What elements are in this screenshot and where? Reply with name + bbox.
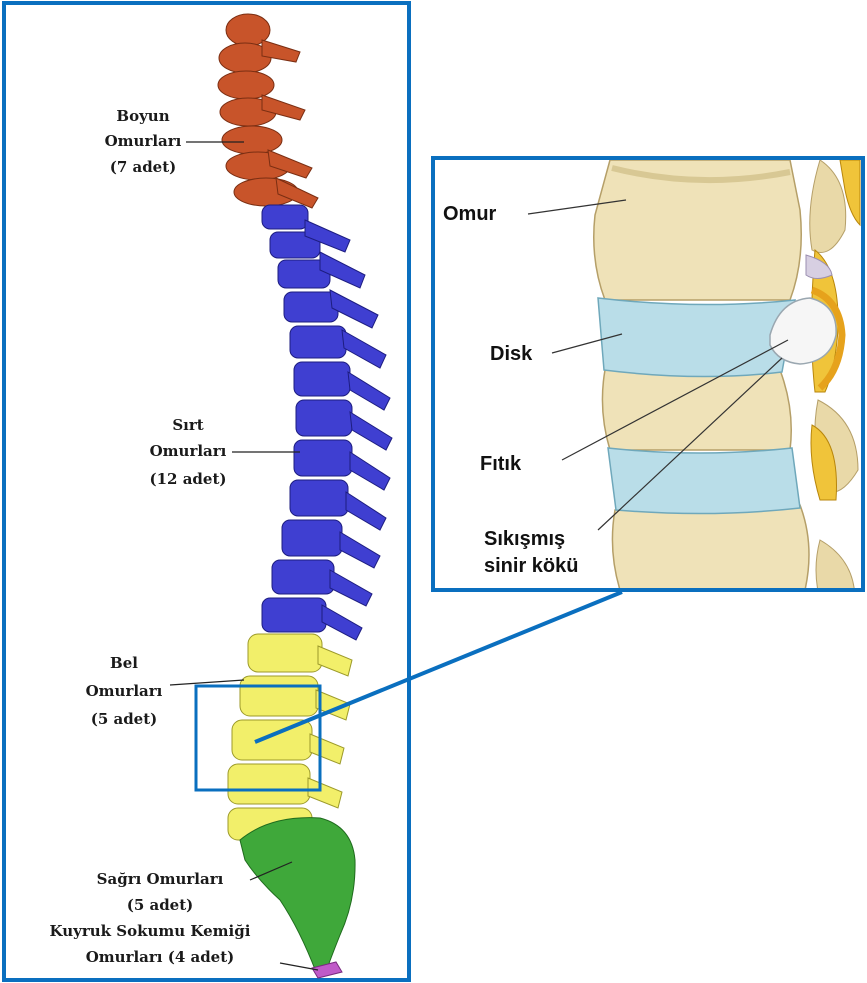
label-coccyx-line2: Omurları (4 adet): [86, 948, 235, 966]
label-thoracic-line1: Sırt: [172, 416, 203, 434]
label-lumbar-line2: Omurları: [86, 682, 163, 700]
label-herniation: Fıtık: [480, 453, 522, 475]
label-lumbar-line3: (5 adet): [91, 710, 158, 728]
label-sacrum-line1: Sağrı Omurları: [97, 870, 224, 888]
label-vertebra: Omur: [443, 203, 497, 225]
label-cervical-line1: Boyun: [116, 107, 169, 125]
label-cervical-line3: (7 adet): [110, 158, 177, 176]
label-cervical-line2: Omurları: [105, 132, 182, 150]
label-coccyx-line1: Kuyruk Sokumu Kemiği: [50, 922, 251, 940]
label-thoracic-line2: Omurları: [150, 442, 227, 460]
disc-detail-panel: Omur Disk Fıtık Sıkışmış sinir kökü: [433, 158, 863, 600]
label-lumbar-line1: Bel: [110, 654, 138, 672]
label-thoracic-line3: (12 adet): [150, 470, 227, 488]
spine-panel: Boyun Omurları (7 adet) Sırt Omurları (1…: [4, 3, 409, 980]
label-sacrum-line2: (5 adet): [127, 896, 194, 914]
label-nerve-root-line1: Sıkışmış: [484, 528, 565, 550]
label-disc: Disk: [490, 343, 533, 365]
label-nerve-root-line2: sinir kökü: [484, 555, 578, 577]
